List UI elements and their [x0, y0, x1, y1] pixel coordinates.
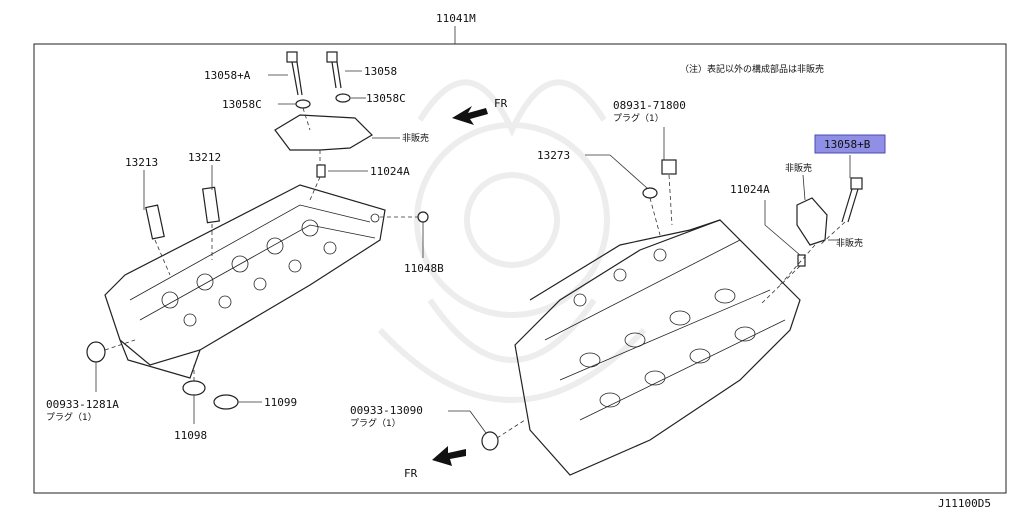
label-08931-71800[interactable]: 08931-71800: [613, 99, 686, 112]
label-plug-left: プラグ（1）: [46, 411, 97, 423]
fr-arrow-bottom: FR: [404, 446, 466, 480]
svg-text:FR: FR: [404, 467, 418, 480]
assembly-label[interactable]: 11041M: [436, 12, 476, 25]
washer-13058C-right: [335, 93, 351, 103]
washer-13273: [642, 187, 658, 199]
label-13212[interactable]: 13212: [188, 151, 221, 164]
plug-00933-13090: [481, 431, 499, 451]
bolt-13058A: [286, 51, 303, 96]
bolt-13058: [326, 51, 342, 89]
label-13058B[interactable]: 13058+B: [824, 138, 871, 151]
plug-08931-71800: [661, 159, 677, 175]
label-13058C-right[interactable]: 13058C: [366, 92, 406, 105]
label-13058[interactable]: 13058: [364, 65, 397, 78]
fr-arrow-top: FR: [452, 97, 508, 125]
label-13058A[interactable]: 13058+A: [204, 69, 251, 82]
seal-11099: [213, 394, 239, 410]
label-00933-1281A[interactable]: 00933-1281A: [46, 398, 119, 411]
dowel-11024A-right: [797, 254, 806, 267]
plug-00933-1281A: [86, 341, 106, 363]
highlight-13058B[interactable]: [814, 134, 886, 154]
label-11024A-left[interactable]: 11024A: [370, 165, 410, 178]
ref-code: J11100D5: [938, 497, 991, 510]
label-13213[interactable]: 13213: [125, 156, 158, 169]
label-11024A-right[interactable]: 11024A: [730, 183, 770, 196]
cylinder-head-left: [104, 184, 386, 379]
svg-text:FR: FR: [494, 97, 508, 110]
label-11048B[interactable]: 11048B: [404, 262, 444, 275]
diagram-frame: [33, 43, 1007, 494]
label-not-sold-2: 非販売: [785, 162, 812, 174]
sleeve-13213: [145, 204, 165, 240]
label-00933-13090[interactable]: 00933-13090: [350, 404, 423, 417]
dowel-11024A-left: [316, 164, 326, 178]
label-11098[interactable]: 11098: [174, 429, 207, 442]
note-text: （注）表記以外の構成部品は非販売: [680, 63, 824, 75]
label-13273[interactable]: 13273: [537, 149, 570, 162]
label-not-sold-1: 非販売: [402, 132, 429, 144]
bolt-13058B: [841, 177, 863, 223]
washer-13058C-left: [295, 99, 311, 109]
label-plug-bottom: プラグ（1）: [350, 417, 401, 429]
seal-11098: [182, 380, 206, 396]
bracket-not-sold: [274, 114, 373, 151]
label-plug-top: プラグ（1）: [613, 112, 664, 124]
cylinder-head-right: [514, 219, 801, 476]
watermark-emblem: [377, 79, 647, 403]
bracket-not-sold-right: [796, 197, 828, 246]
sleeve-13212: [202, 186, 220, 224]
label-13058C-left[interactable]: 13058C: [222, 98, 262, 111]
label-11099[interactable]: 11099: [264, 396, 297, 409]
label-not-sold-3: 非販売: [836, 237, 863, 249]
